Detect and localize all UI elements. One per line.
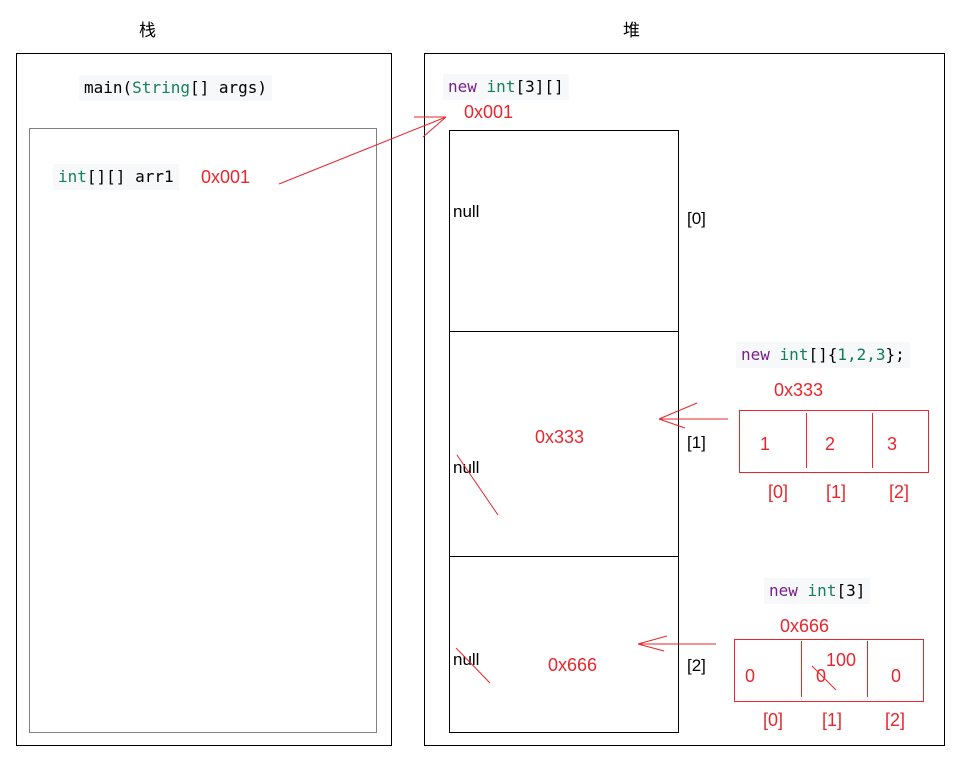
keyword-new: new: [741, 345, 770, 364]
cell-divider: [867, 641, 868, 697]
var-type: int: [58, 167, 87, 186]
array-b-cell-0-index: [0]: [763, 710, 784, 730]
array-a-address: 0x333: [774, 380, 824, 400]
outer-cell-0-value: null: [453, 202, 480, 221]
outer-cell-0-index: [0]: [687, 209, 706, 228]
method-name: main: [84, 78, 123, 97]
outer-array-expression: new int[3][]: [443, 74, 569, 100]
type-int: int: [807, 581, 837, 600]
param-name: [] args: [189, 78, 258, 97]
array-b-cell-0-value: 0: [745, 666, 756, 686]
outer-cell-2-value: null: [453, 650, 480, 669]
arr1-address: 0x001: [201, 167, 251, 187]
array-a: [739, 410, 929, 473]
array-a-cell-0-value: 1: [760, 434, 771, 454]
array-b-cell-1-index: [1]: [822, 710, 843, 730]
cell-divider: [449, 331, 679, 332]
array-a-cell-2-index: [2]: [889, 482, 910, 502]
outer-cell-1-index: [1]: [687, 433, 706, 452]
array-a-expression: new int[]{1,2,3};: [736, 342, 910, 368]
heap-title: 堆: [623, 21, 640, 41]
cell-divider: [806, 413, 807, 468]
param-type: String: [132, 78, 190, 97]
array-b-address: 0x666: [780, 616, 830, 636]
type-int: int: [779, 345, 809, 364]
outer-cell-1-value: null: [453, 458, 480, 477]
brace-open: []{: [808, 345, 838, 364]
cell-divider: [449, 556, 679, 557]
outer-cell-2-new-value: 0x666: [548, 655, 598, 675]
outer-cell-2-index: [2]: [687, 656, 706, 675]
dims: [3][]: [515, 77, 564, 96]
array-a-cell-1-value: 2: [825, 434, 836, 454]
initializer-values: 1,2,3: [837, 345, 886, 364]
array-b-cell-2-value: 0: [891, 666, 902, 686]
main-stack-frame: [29, 128, 377, 733]
array-b: [734, 639, 924, 702]
keyword-new: new: [448, 77, 477, 96]
array-b-expression: new int[3]: [764, 578, 871, 604]
outer-array-address: 0x001: [464, 102, 514, 122]
type-int: int: [486, 77, 516, 96]
cell-divider: [801, 641, 802, 697]
brace-close: };: [885, 345, 905, 364]
array-a-cell-1-index: [1]: [826, 482, 847, 502]
array-b-cell-2-index: [2]: [885, 710, 906, 730]
array-b-cell-1-value: 0: [816, 666, 827, 686]
var-name: [][] arr1: [86, 167, 174, 186]
stack-region: [16, 53, 392, 746]
main-method-signature: main(String[] args): [79, 75, 273, 101]
array-a-cell-2-value: 3: [887, 434, 898, 454]
array-b-cell-1-new-value: 100: [826, 650, 857, 670]
paren: (: [122, 78, 133, 97]
dims: [3]: [836, 581, 866, 600]
paren: ): [257, 78, 268, 97]
heap-region: [424, 53, 945, 746]
outer-array: [449, 130, 679, 733]
stack-title: 栈: [139, 21, 156, 41]
cell-divider: [872, 413, 873, 468]
arr1-declaration: int[][] arr1: [53, 164, 179, 190]
array-a-cell-0-index: [0]: [768, 482, 789, 502]
keyword-new: new: [769, 581, 798, 600]
outer-cell-1-new-value: 0x333: [535, 427, 585, 447]
